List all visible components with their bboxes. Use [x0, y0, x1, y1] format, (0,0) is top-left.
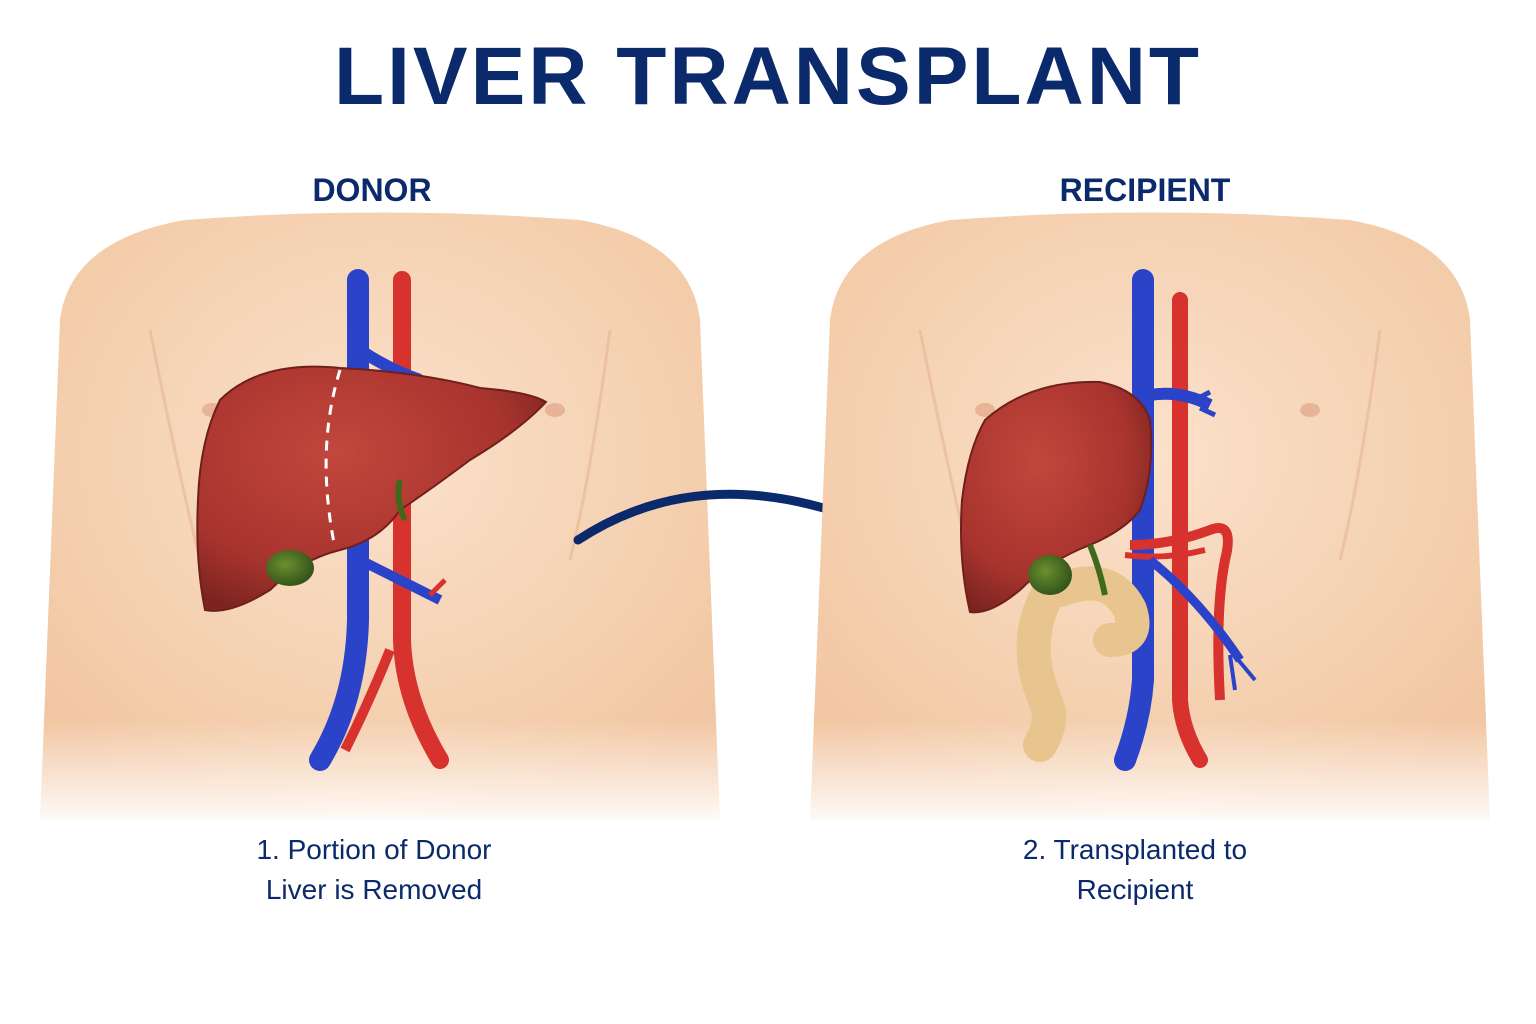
- recipient-vessels: [1114, 269, 1257, 771]
- donor-caption-line1: 1. Portion of Donor: [256, 834, 492, 865]
- recipient-caption-line2: Recipient: [1076, 874, 1194, 905]
- recipient-torso: [810, 212, 1500, 830]
- donor-caption: 1. Portion of Donor Liver is Removed: [164, 830, 584, 910]
- recipient-intestine: [1016, 566, 1150, 762]
- donor-caption-line2: Liver is Removed: [265, 874, 483, 905]
- recipient-caption: 2. Transplanted to Recipient: [925, 830, 1345, 910]
- donor-heading: DONOR: [312, 172, 432, 208]
- recipient-heading: RECIPIENT: [1059, 172, 1231, 208]
- page-title: LIVER TRANSPLANT: [334, 31, 1202, 122]
- recipient-liver: [960, 380, 1153, 614]
- donor-liver: [196, 365, 548, 612]
- recipient-caption-line1: 2. Transplanted to: [1022, 834, 1248, 865]
